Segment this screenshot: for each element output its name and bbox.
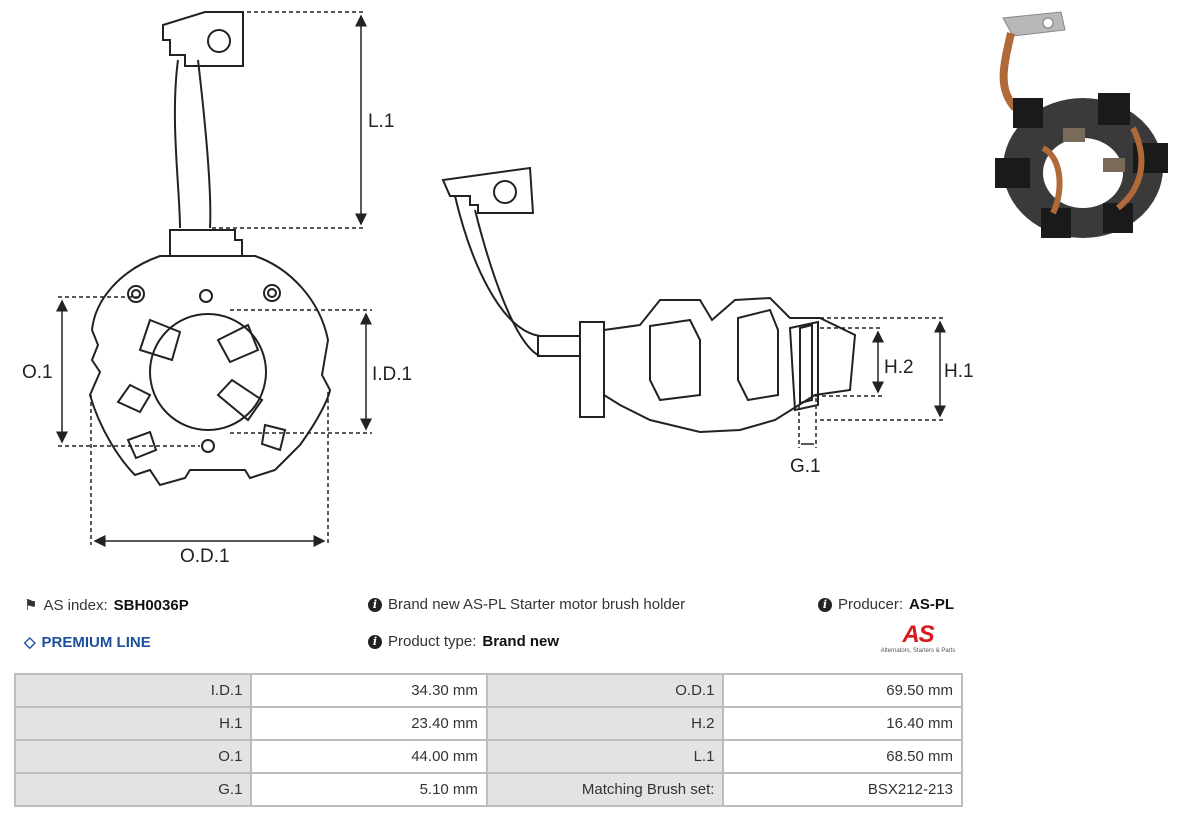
spec-value: 44.00 mm	[250, 739, 488, 774]
product-photo	[983, 8, 1188, 263]
spec-label: I.D.1	[13, 673, 253, 708]
front-dimension-arrows	[56, 14, 372, 547]
side-dimension-guides	[798, 317, 944, 448]
producer-value: AS-PL	[909, 596, 955, 613]
spec-value: BSX212-213	[722, 772, 963, 807]
tag-icon: ⚑	[24, 597, 38, 614]
label-od1: O.D.1	[180, 546, 230, 567]
dimension-labels: L.1 O.1 I.D.1 O.D.1 H.1 H.2 G.1	[22, 111, 974, 567]
specs-table: I.D.1 34.30 mm O.D.1 69.50 mm H.1 23.40 …	[13, 673, 963, 807]
label-g1: G.1	[790, 456, 821, 477]
front-dimension-guides	[58, 11, 372, 545]
front-view	[88, 11, 332, 487]
table-row: H.1 23.40 mm H.2 16.40 mm	[13, 706, 963, 741]
spec-label: G.1	[13, 772, 253, 807]
spec-value: 5.10 mm	[250, 772, 488, 807]
description-text: Brand new AS-PL Starter motor brush hold…	[388, 596, 686, 613]
table-row: G.1 5.10 mm Matching Brush set: BSX212-2…	[13, 772, 963, 807]
description: i Brand new AS-PL Starter motor brush ho…	[368, 596, 685, 613]
label-l1: L.1	[368, 111, 394, 132]
as-index-value: SBH0036P	[113, 596, 189, 614]
spec-value: 34.30 mm	[250, 673, 488, 708]
spec-label: O.D.1	[485, 673, 725, 708]
spec-label: Matching Brush set:	[485, 772, 725, 807]
as-index: ⚑ AS index: SBH0036P	[24, 596, 189, 615]
info-icon: i	[368, 634, 382, 649]
product-type-label: Product type:	[388, 633, 477, 650]
diamond-icon: ◇	[24, 634, 36, 651]
technical-drawing: L.1 O.1 I.D.1 O.D.1 H.1 H.2 G.1	[22, 11, 974, 567]
premium-line: ◇ PREMIUM LINE	[24, 633, 151, 652]
producer: i Producer: AS-PL	[818, 596, 954, 613]
spec-label: L.1	[485, 739, 725, 774]
logo-mark: AS	[902, 621, 934, 648]
spec-value: 16.40 mm	[722, 706, 963, 741]
producer-label: Producer:	[838, 596, 904, 613]
product-type: i Product type: Brand new	[368, 633, 559, 650]
as-index-label: AS index:	[43, 596, 108, 614]
spec-label: H.2	[485, 706, 725, 741]
premium-label: PREMIUM LINE	[41, 633, 151, 651]
spec-value: 69.50 mm	[722, 673, 963, 708]
label-h2: H.2	[884, 357, 914, 378]
as-pl-logo: AS Alternators, Starters & Parts	[872, 622, 964, 662]
side-dimension-arrows	[801, 320, 946, 445]
info-icon: i	[818, 597, 832, 612]
logo-tagline: Alternators, Starters & Parts	[880, 648, 956, 654]
spec-label: H.1	[13, 706, 253, 741]
side-view	[441, 166, 857, 434]
label-id1: I.D.1	[372, 364, 412, 385]
table-row: I.D.1 34.30 mm O.D.1 69.50 mm	[13, 673, 963, 708]
label-h1: H.1	[944, 361, 974, 382]
info-icon: i	[368, 597, 382, 612]
table-row: O.1 44.00 mm L.1 68.50 mm	[13, 739, 963, 774]
spec-value: 23.40 mm	[250, 706, 488, 741]
product-type-value: Brand new	[482, 633, 560, 650]
spec-value: 68.50 mm	[722, 739, 963, 774]
spec-label: O.1	[13, 739, 253, 774]
label-o1: O.1	[22, 362, 53, 383]
